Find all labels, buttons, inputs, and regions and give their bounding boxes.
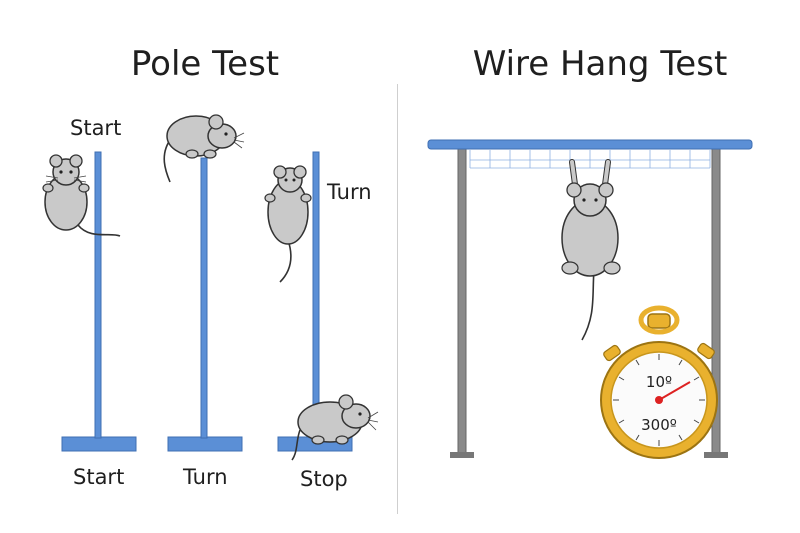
label-bottom-stop: Stop xyxy=(300,467,348,491)
label-bottom-start: Start xyxy=(73,465,125,489)
pole-turn xyxy=(167,157,243,452)
stopwatch-upper-number: 10º xyxy=(646,373,672,391)
mouse-turning-icon xyxy=(264,165,312,283)
mouse-stop-icon xyxy=(291,394,379,461)
label-top-start: Start xyxy=(70,116,122,140)
stopwatch-icon xyxy=(600,305,718,459)
mouse-turn-top-icon xyxy=(163,114,245,183)
wire-grid xyxy=(469,150,711,169)
hanging-mouse-icon xyxy=(561,159,621,341)
pole-test-title: Pole Test xyxy=(130,44,280,84)
wire-frame xyxy=(427,139,753,458)
panel-divider xyxy=(397,84,398,514)
stopwatch-lower-number: 300º xyxy=(641,416,677,434)
label-bottom-turn: Turn xyxy=(183,465,228,489)
pole-start xyxy=(61,151,137,452)
label-side-turn: Turn xyxy=(327,180,372,204)
wire-hang-test-title: Wire Hang Test xyxy=(472,44,728,84)
mouse-start-icon xyxy=(42,154,121,237)
